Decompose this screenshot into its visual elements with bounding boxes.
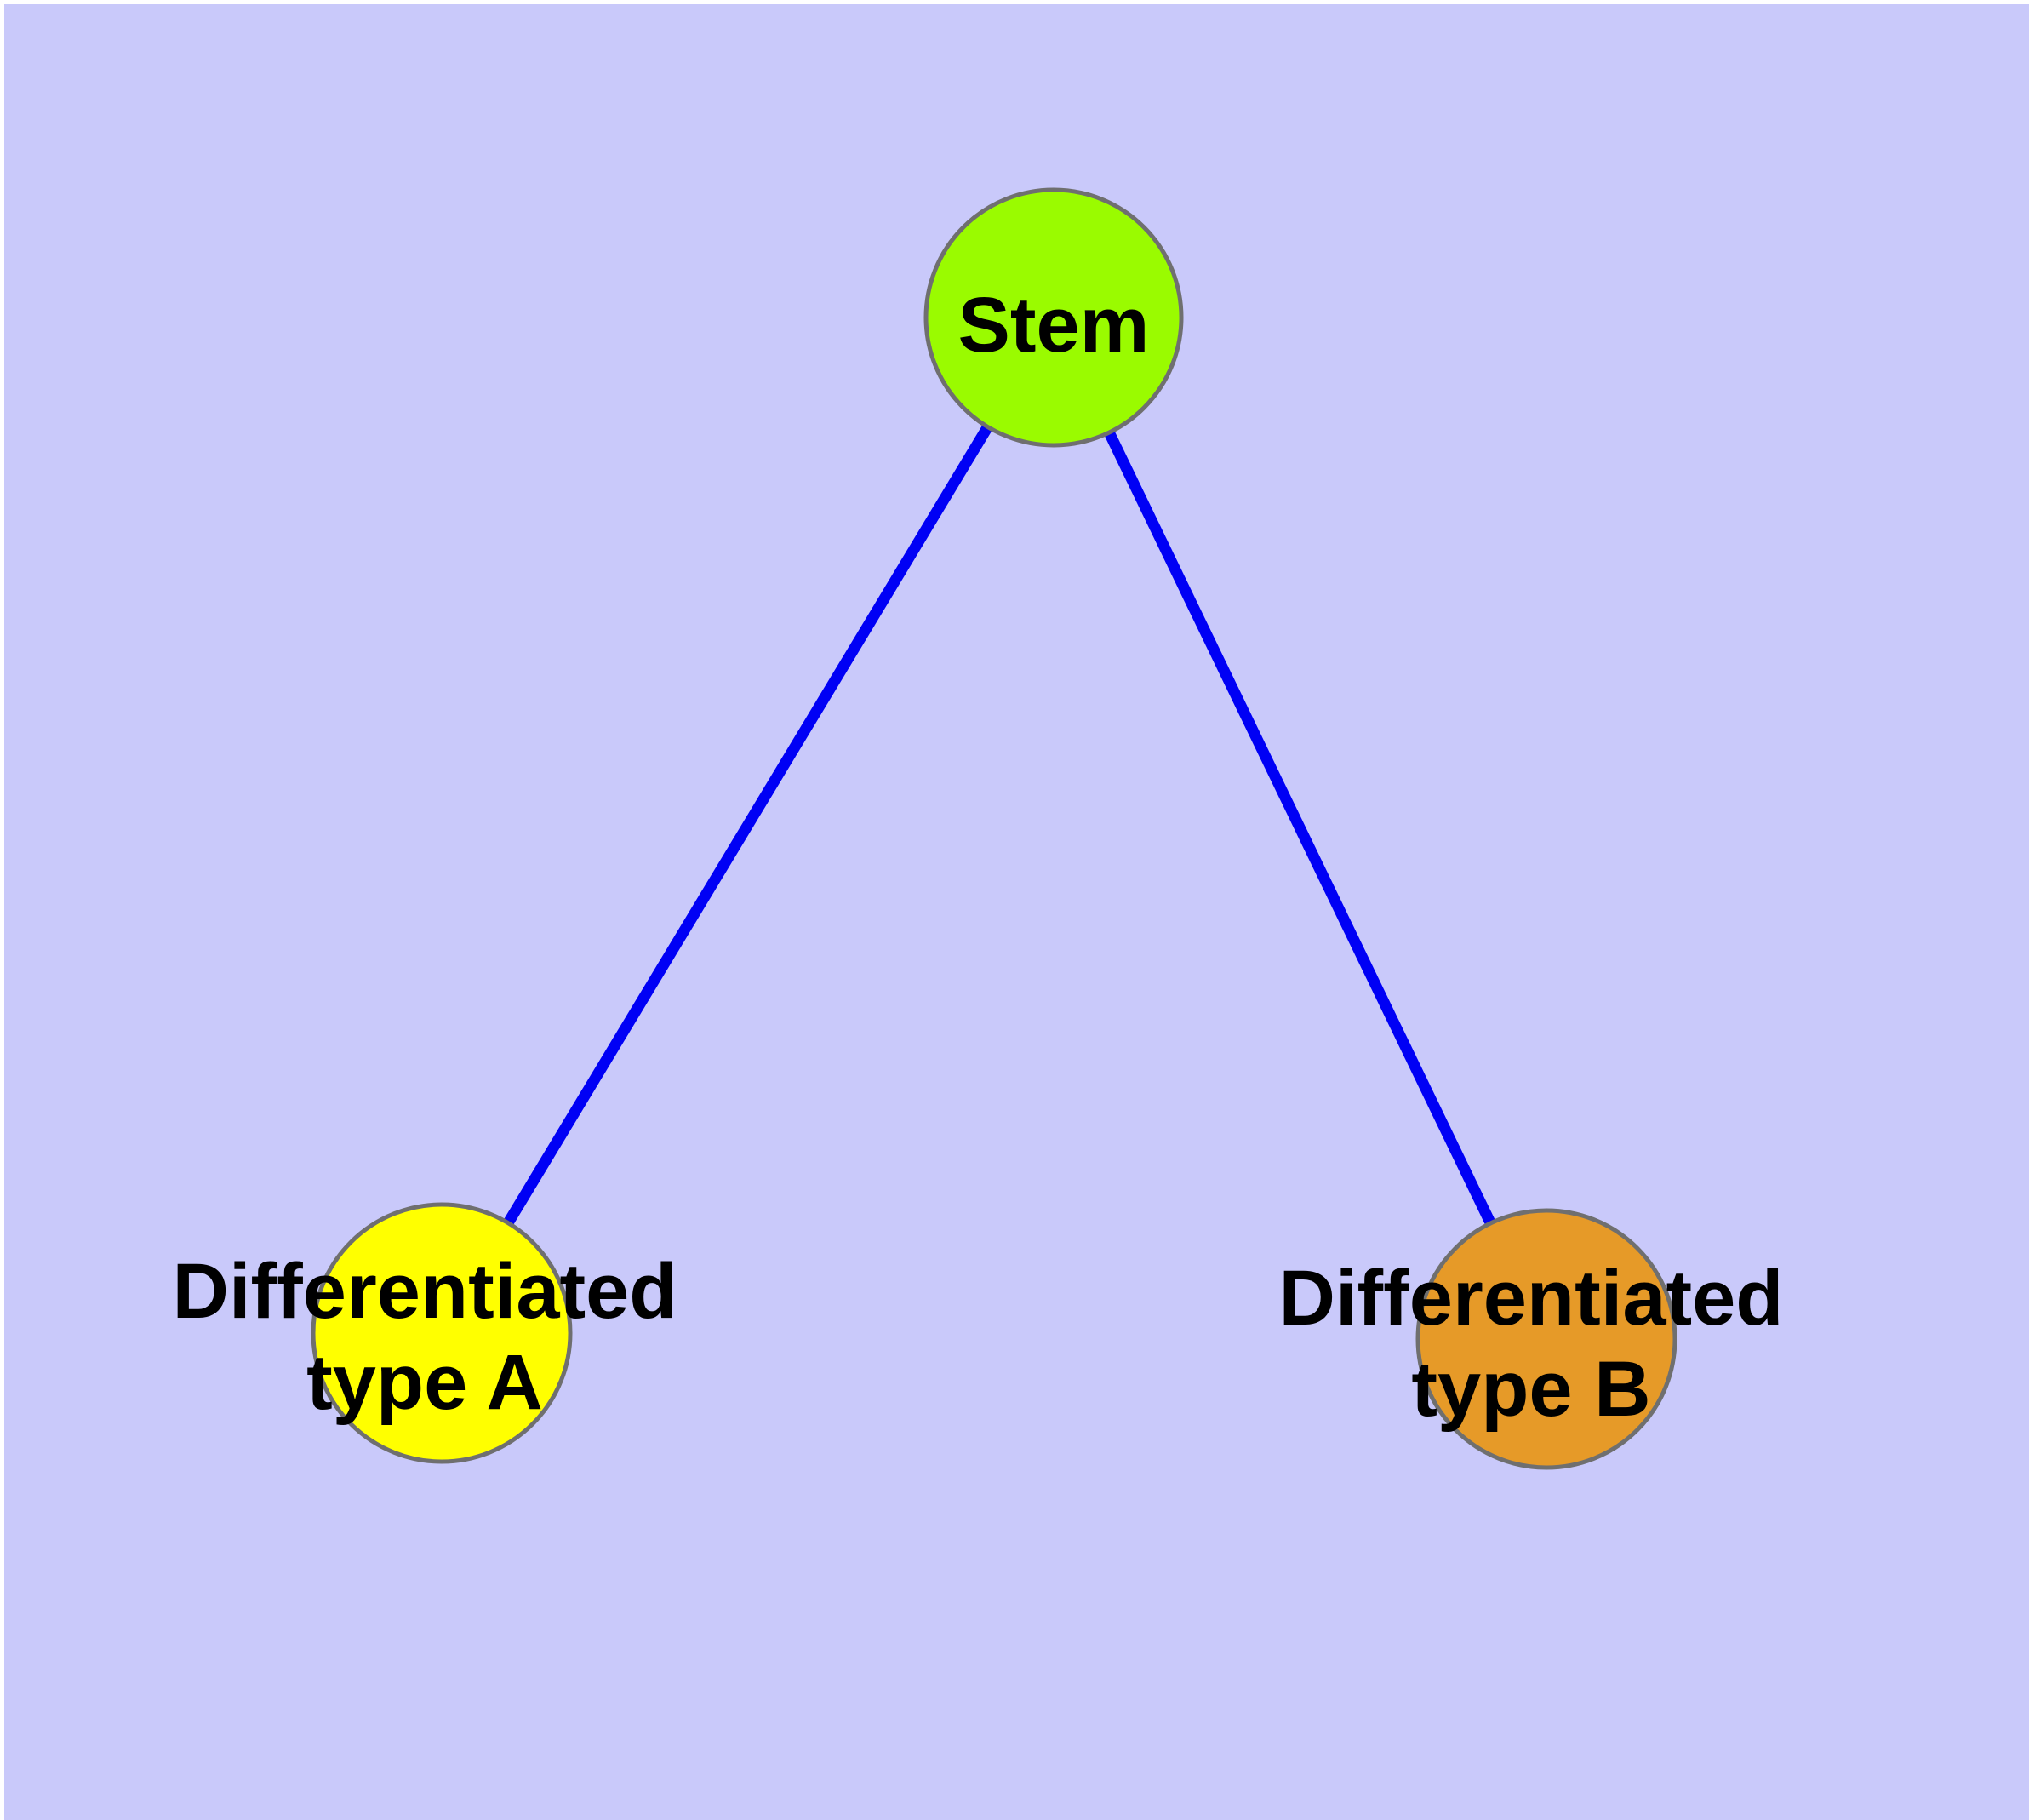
differentiated-type-b-node[interactable] xyxy=(1415,1208,1677,1470)
differentiated-type-a-node[interactable] xyxy=(311,1202,573,1464)
type-b-label-line-2: type B xyxy=(1411,1346,1650,1433)
stem-node[interactable] xyxy=(923,187,1184,448)
type-b-label-line-1: Differentiated xyxy=(1279,1255,1784,1342)
type-a-label-line-1: Differentiated xyxy=(173,1248,677,1335)
stem-node-label: Stem xyxy=(958,282,1150,369)
edge-stem-to-type-a xyxy=(437,314,1059,1336)
type-a-label-line-2: type A xyxy=(306,1339,543,1426)
edge-stem-to-type-b xyxy=(1049,315,1552,1342)
